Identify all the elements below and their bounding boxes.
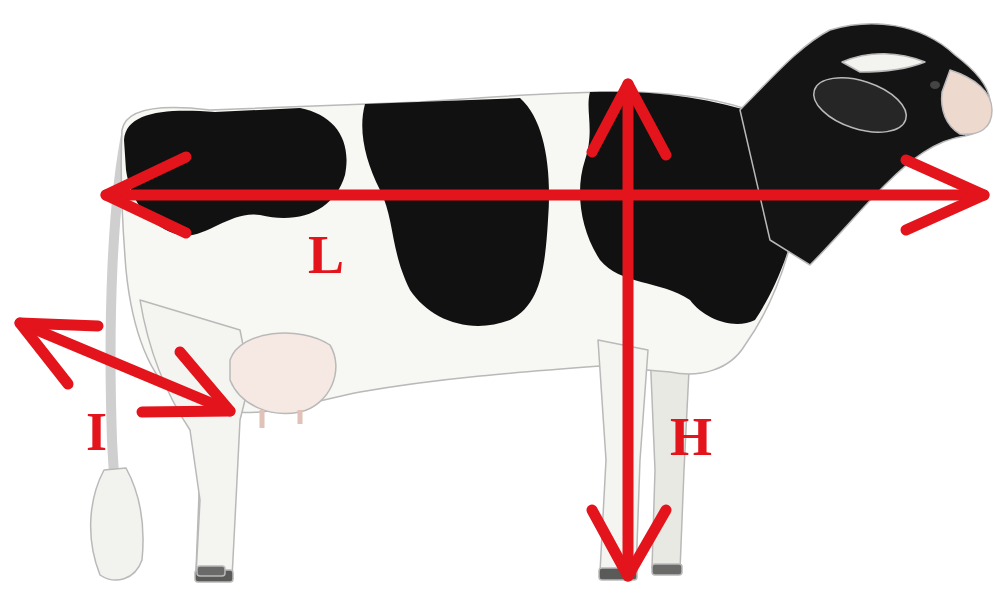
cow-head <box>740 24 990 265</box>
body-patch <box>362 98 549 326</box>
cow-hoof <box>652 564 682 575</box>
arrowhead <box>592 84 666 155</box>
tail-tassel <box>91 468 143 580</box>
dimension-label: H <box>670 410 712 464</box>
dimension-label: L <box>308 228 344 282</box>
cow-muzzle <box>942 70 992 134</box>
arrowhead <box>142 352 230 412</box>
cow-eye <box>930 81 940 89</box>
arrowhead <box>106 157 186 233</box>
cow-leg <box>140 300 250 578</box>
length-arrow <box>106 190 984 201</box>
arrowhead <box>906 160 984 230</box>
cow-ear <box>807 67 913 142</box>
arrowhead <box>20 323 98 384</box>
cow-udder <box>230 333 336 413</box>
height-arrow <box>623 84 634 576</box>
arrowhead <box>592 510 666 576</box>
width-arrow <box>20 323 230 411</box>
dimension-label: I <box>86 405 107 459</box>
cow-hoof <box>197 566 225 576</box>
cow-teat <box>262 410 300 428</box>
head-blaze <box>842 54 925 72</box>
